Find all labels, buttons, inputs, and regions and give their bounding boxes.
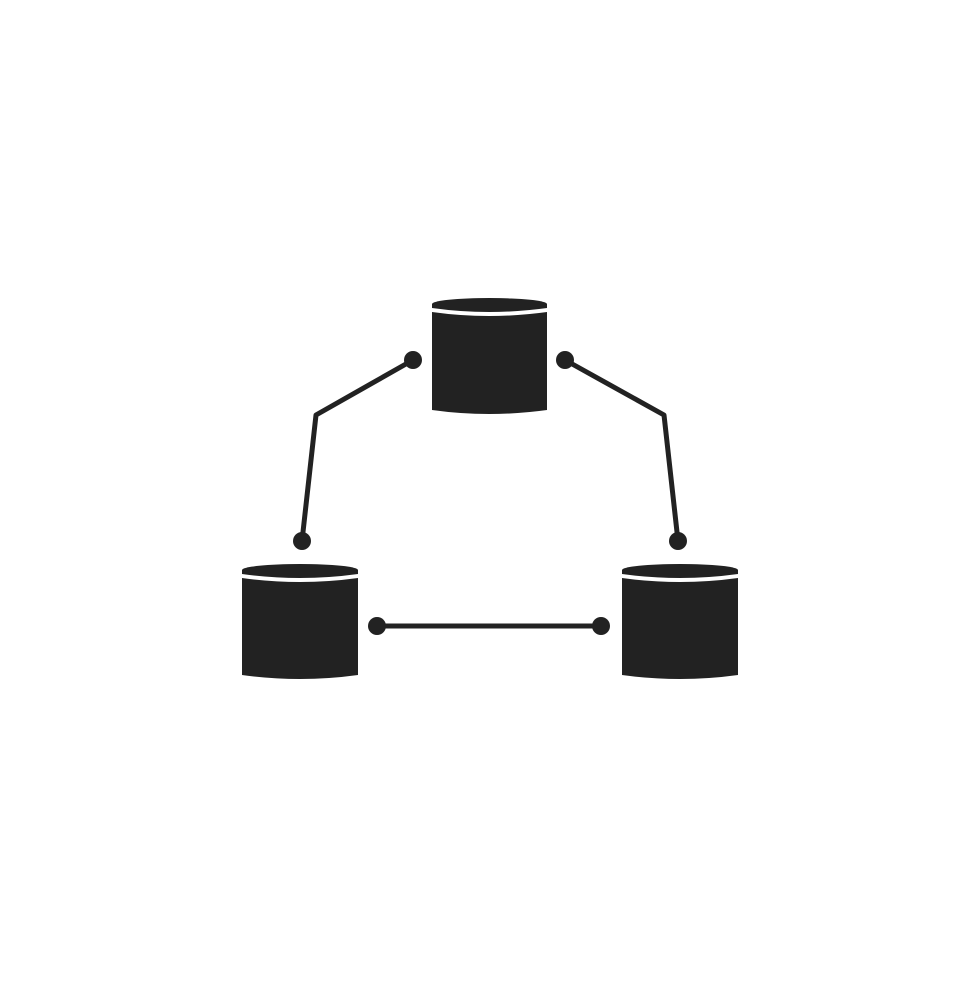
cylinder-body	[622, 570, 738, 679]
database-bottom-right-icon	[622, 564, 738, 679]
database-top-icon	[432, 298, 547, 414]
connector-left-to-right	[368, 617, 610, 635]
connector-dot	[368, 617, 386, 635]
connector-top-to-right	[556, 351, 687, 550]
database-bottom-left-icon	[242, 564, 358, 679]
cylinder-top	[622, 564, 738, 576]
connector-dot	[404, 351, 422, 369]
connector-dot	[293, 532, 311, 550]
cylinder-rim	[242, 574, 358, 582]
cylinder-body	[242, 570, 358, 679]
connector-dot	[669, 532, 687, 550]
cylinder-rim	[432, 308, 547, 316]
connector-dot	[592, 617, 610, 635]
cylinder-top	[242, 564, 358, 576]
connector-line	[299, 357, 416, 544]
connector-dot	[556, 351, 574, 369]
cylinder-body	[432, 304, 547, 414]
cylinder-rim	[622, 574, 738, 582]
cylinder-top	[432, 298, 547, 310]
connector-top-to-left	[293, 351, 422, 550]
connector-line	[562, 357, 681, 544]
